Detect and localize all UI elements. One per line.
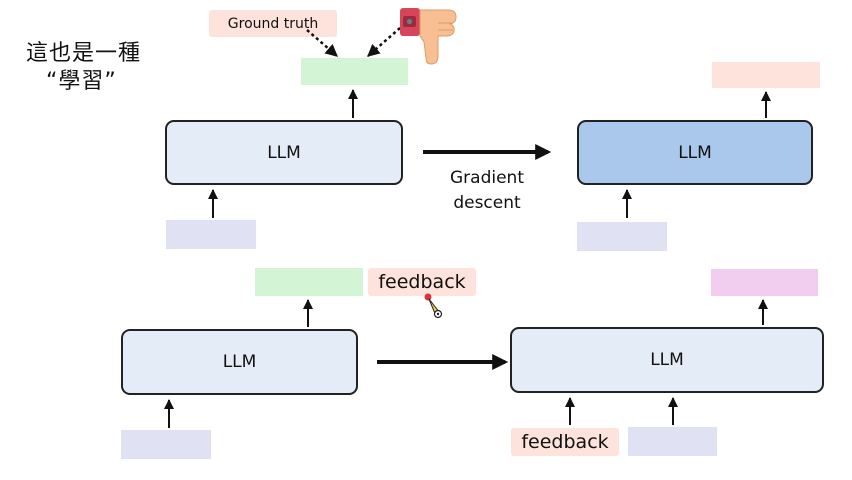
feedback-label-top: feedback [368,268,476,296]
feedback-label-bottom: feedback [511,428,619,456]
top-right-llm-box: LLM [577,120,813,185]
title-line-1: 這也是一種 [26,41,142,66]
title-line-2: “學習” [46,69,117,94]
slide-title: 這也是一種 “學習” [26,40,141,96]
gradient-descent-label: Gradient descent [434,166,540,216]
top-left-input-box [166,220,256,249]
bottom-right-output-box [711,269,818,296]
pen-cursor-icon [424,293,443,319]
bottom-left-llm-box: LLM [121,329,358,395]
thumbs-down-icon [400,8,457,65]
arrow-thumb-to-output [367,27,401,57]
bottom-right-input-box [628,427,717,456]
top-left-llm-box: LLM [165,120,403,185]
ground-truth-label: Ground truth [209,10,337,37]
bottom-left-input-box [121,430,211,459]
arrow-ground-truth-to-output [306,29,338,57]
bottom-left-output-box [255,268,363,296]
gradient-label-line-2: descent [453,193,521,213]
top-right-input-box [577,222,667,251]
bottom-right-llm-box: LLM [510,327,824,393]
top-right-output-box [712,62,820,88]
gradient-label-line-1: Gradient [450,168,524,188]
top-left-output-box [301,58,408,85]
